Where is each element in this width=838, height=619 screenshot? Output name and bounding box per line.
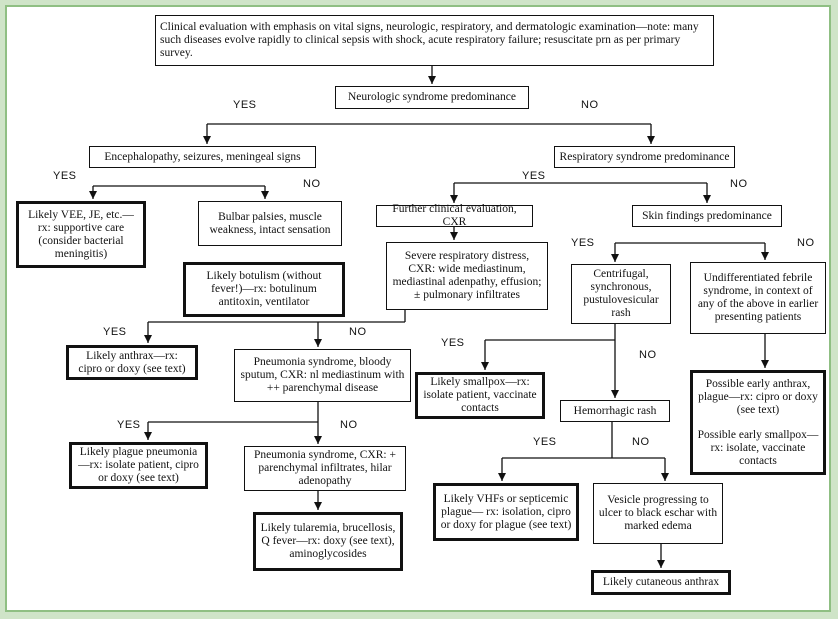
- node-resp: Respiratory syndrome predominance: [554, 146, 735, 168]
- arrowhead: [144, 335, 152, 343]
- arrowhead: [498, 473, 506, 481]
- node-possible: Possible early anthrax, plague—rx: cipro…: [690, 370, 826, 475]
- node-vesicle: Vesicle progressing to ulcer to black es…: [593, 483, 723, 544]
- node-plague: Likely plague pneumonia—rx: isolate pati…: [69, 442, 208, 489]
- possible-smallpox-text: Possible early smallpox—rx: isolate, vac…: [697, 428, 819, 467]
- arrowhead: [314, 502, 322, 510]
- label-yes: YES: [441, 337, 465, 349]
- label-yes: YES: [571, 237, 595, 249]
- arrowhead: [657, 560, 665, 568]
- label-yes: YES: [103, 326, 127, 338]
- arrowhead: [481, 362, 489, 370]
- arrowhead: [428, 76, 436, 84]
- node-enceph: Encephalopathy, seizures, meningeal sign…: [89, 146, 316, 168]
- node-severe: Severe respiratory distress, CXR: wide m…: [386, 242, 548, 310]
- label-no: NO: [639, 349, 657, 361]
- node-cutaneous: Likely cutaneous anthrax: [591, 570, 731, 595]
- node-botulism: Likely botulism (without fever!)—rx: bot…: [183, 262, 345, 317]
- node-tularemia: Likely tularemia, brucellosis, Q fever—r…: [253, 512, 403, 571]
- node-bulbar: Bulbar palsies, muscle weakness, intact …: [198, 201, 342, 246]
- node-skin: Skin findings predominance: [632, 205, 782, 227]
- label-no: NO: [797, 237, 815, 249]
- label-no: NO: [632, 436, 650, 448]
- node-pneumonia1: Pneumonia syndrome, bloody sputum, CXR: …: [234, 349, 411, 402]
- arrowhead: [89, 191, 97, 199]
- node-neuro: Neurologic syndrome predominance: [335, 86, 529, 109]
- node-smallpox: Likely smallpox—rx: isolate patient, vac…: [415, 372, 545, 419]
- label-yes: YES: [533, 436, 557, 448]
- label-yes: YES: [117, 419, 141, 431]
- node-centrifugal: Centrifugal, synchronous, pustulovesicul…: [571, 264, 671, 324]
- node-vhf: Likely VHFs or septicemic plague— rx: is…: [433, 483, 579, 541]
- arrowhead: [647, 136, 655, 144]
- arrowhead: [611, 254, 619, 262]
- label-no: NO: [340, 419, 358, 431]
- arrowhead: [761, 360, 769, 368]
- arrowhead: [144, 432, 152, 440]
- possible-anthrax-text: Possible early anthrax, plague—rx: cipro…: [698, 377, 818, 416]
- arrowhead: [703, 195, 711, 203]
- arrowhead: [450, 232, 458, 240]
- node-root: Clinical evaluation with emphasis on vit…: [155, 15, 714, 66]
- node-pneumonia2: Pneumonia syndrome, CXR: + parenchymal i…: [244, 446, 406, 491]
- arrowhead: [314, 436, 322, 444]
- arrowhead: [261, 191, 269, 199]
- label-no: NO: [349, 326, 367, 338]
- node-further: Further clinical evaluation, CXR: [376, 203, 533, 228]
- node-undiff: Undifferentiated febrile syndrome, in co…: [690, 262, 826, 334]
- label-yes: YES: [233, 99, 257, 111]
- label-yes: YES: [53, 170, 77, 182]
- label-no: NO: [581, 99, 599, 111]
- label-no: NO: [303, 178, 321, 190]
- node-vee: Likely VEE, JE, etc.—rx: supportive care…: [16, 201, 146, 268]
- arrowhead: [450, 195, 458, 203]
- arrowhead: [661, 473, 669, 481]
- node-hemorrhagic: Hemorrhagic rash: [560, 400, 670, 422]
- label-no: NO: [730, 178, 748, 190]
- label-yes: YES: [522, 170, 546, 182]
- arrowhead: [314, 339, 322, 347]
- arrowhead: [611, 390, 619, 398]
- arrowhead: [203, 136, 211, 144]
- arrowhead: [761, 252, 769, 260]
- node-anthrax: Likely anthrax—rx: cipro or doxy (see te…: [66, 345, 198, 380]
